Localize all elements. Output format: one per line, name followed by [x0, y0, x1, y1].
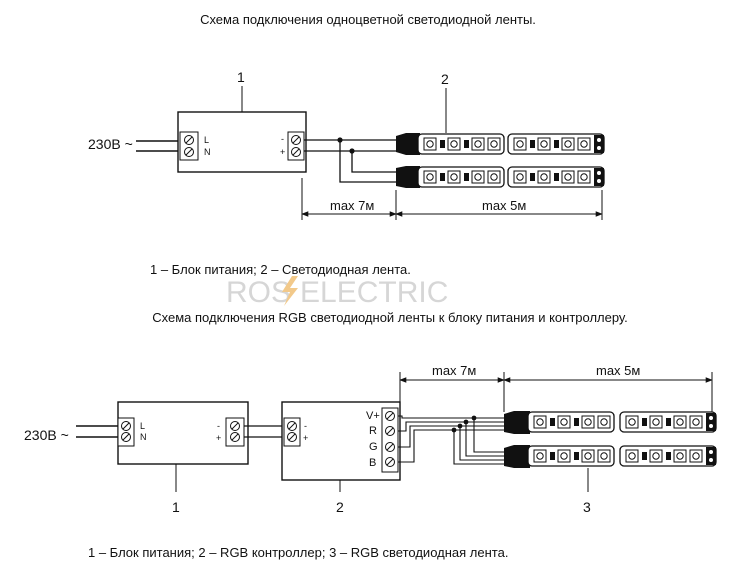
diagram2-ctrl-minus: - — [304, 421, 307, 431]
watermark-left: ROS — [226, 276, 291, 309]
diagram1-psu-number: 1 — [237, 69, 245, 85]
diagram2-ctrl-R: R — [369, 425, 377, 437]
diagram1-strip-number: 2 — [441, 71, 449, 87]
diagram2-dim-wire: max 7м — [432, 363, 476, 378]
watermark-logo: ROS ELECTRIC — [226, 276, 448, 309]
diagram1-psu-minus: - — [281, 134, 284, 144]
diagram2-ctrl-B: B — [369, 457, 376, 469]
diagram2-ctrl-G: G — [369, 441, 378, 453]
diagram1-psu-plus: + — [280, 147, 285, 157]
diagram1-dim-wire: max 7м — [330, 198, 374, 213]
diagram2-dim-strip: max 5м — [596, 363, 640, 378]
diagram2-psu-N: N — [140, 432, 147, 442]
diagram1-caption: 1 – Блок питания; 2 – Светодиодная лента… — [150, 262, 411, 277]
diagram1-input-label: 230В ~ — [88, 136, 133, 152]
diagram2-psu-plus: + — [216, 433, 221, 443]
diagram1-psu-L: L — [204, 135, 209, 145]
diagram2-input-label: 230В ~ — [24, 427, 69, 443]
watermark-right: ELECTRIC — [300, 276, 448, 309]
diagram2-strip-number: 3 — [583, 499, 591, 515]
diagram1-power-supply — [177, 111, 307, 173]
diagram1-title: Схема подключения одноцветной светодиодн… — [200, 12, 536, 27]
diagram2-caption: 1 – Блок питания; 2 – RGB контроллер; 3 … — [88, 545, 508, 560]
diagram2-ctrl-V: V+ — [366, 410, 380, 422]
diagram2-psu-number: 1 — [172, 499, 180, 515]
diagram2-title: Схема подключения RGB светодиодной ленты… — [152, 310, 628, 325]
diagram1-psu-N: N — [204, 147, 211, 157]
diagram2-psu-L: L — [140, 421, 145, 431]
diagram2-ctrl-plus: + — [303, 433, 308, 443]
diagram1-dim-strip: max 5м — [482, 198, 526, 213]
diagram2-rgb-controller — [281, 401, 401, 481]
diagram2-psu-minus: - — [217, 421, 220, 431]
diagram2-controller-number: 2 — [336, 499, 344, 515]
